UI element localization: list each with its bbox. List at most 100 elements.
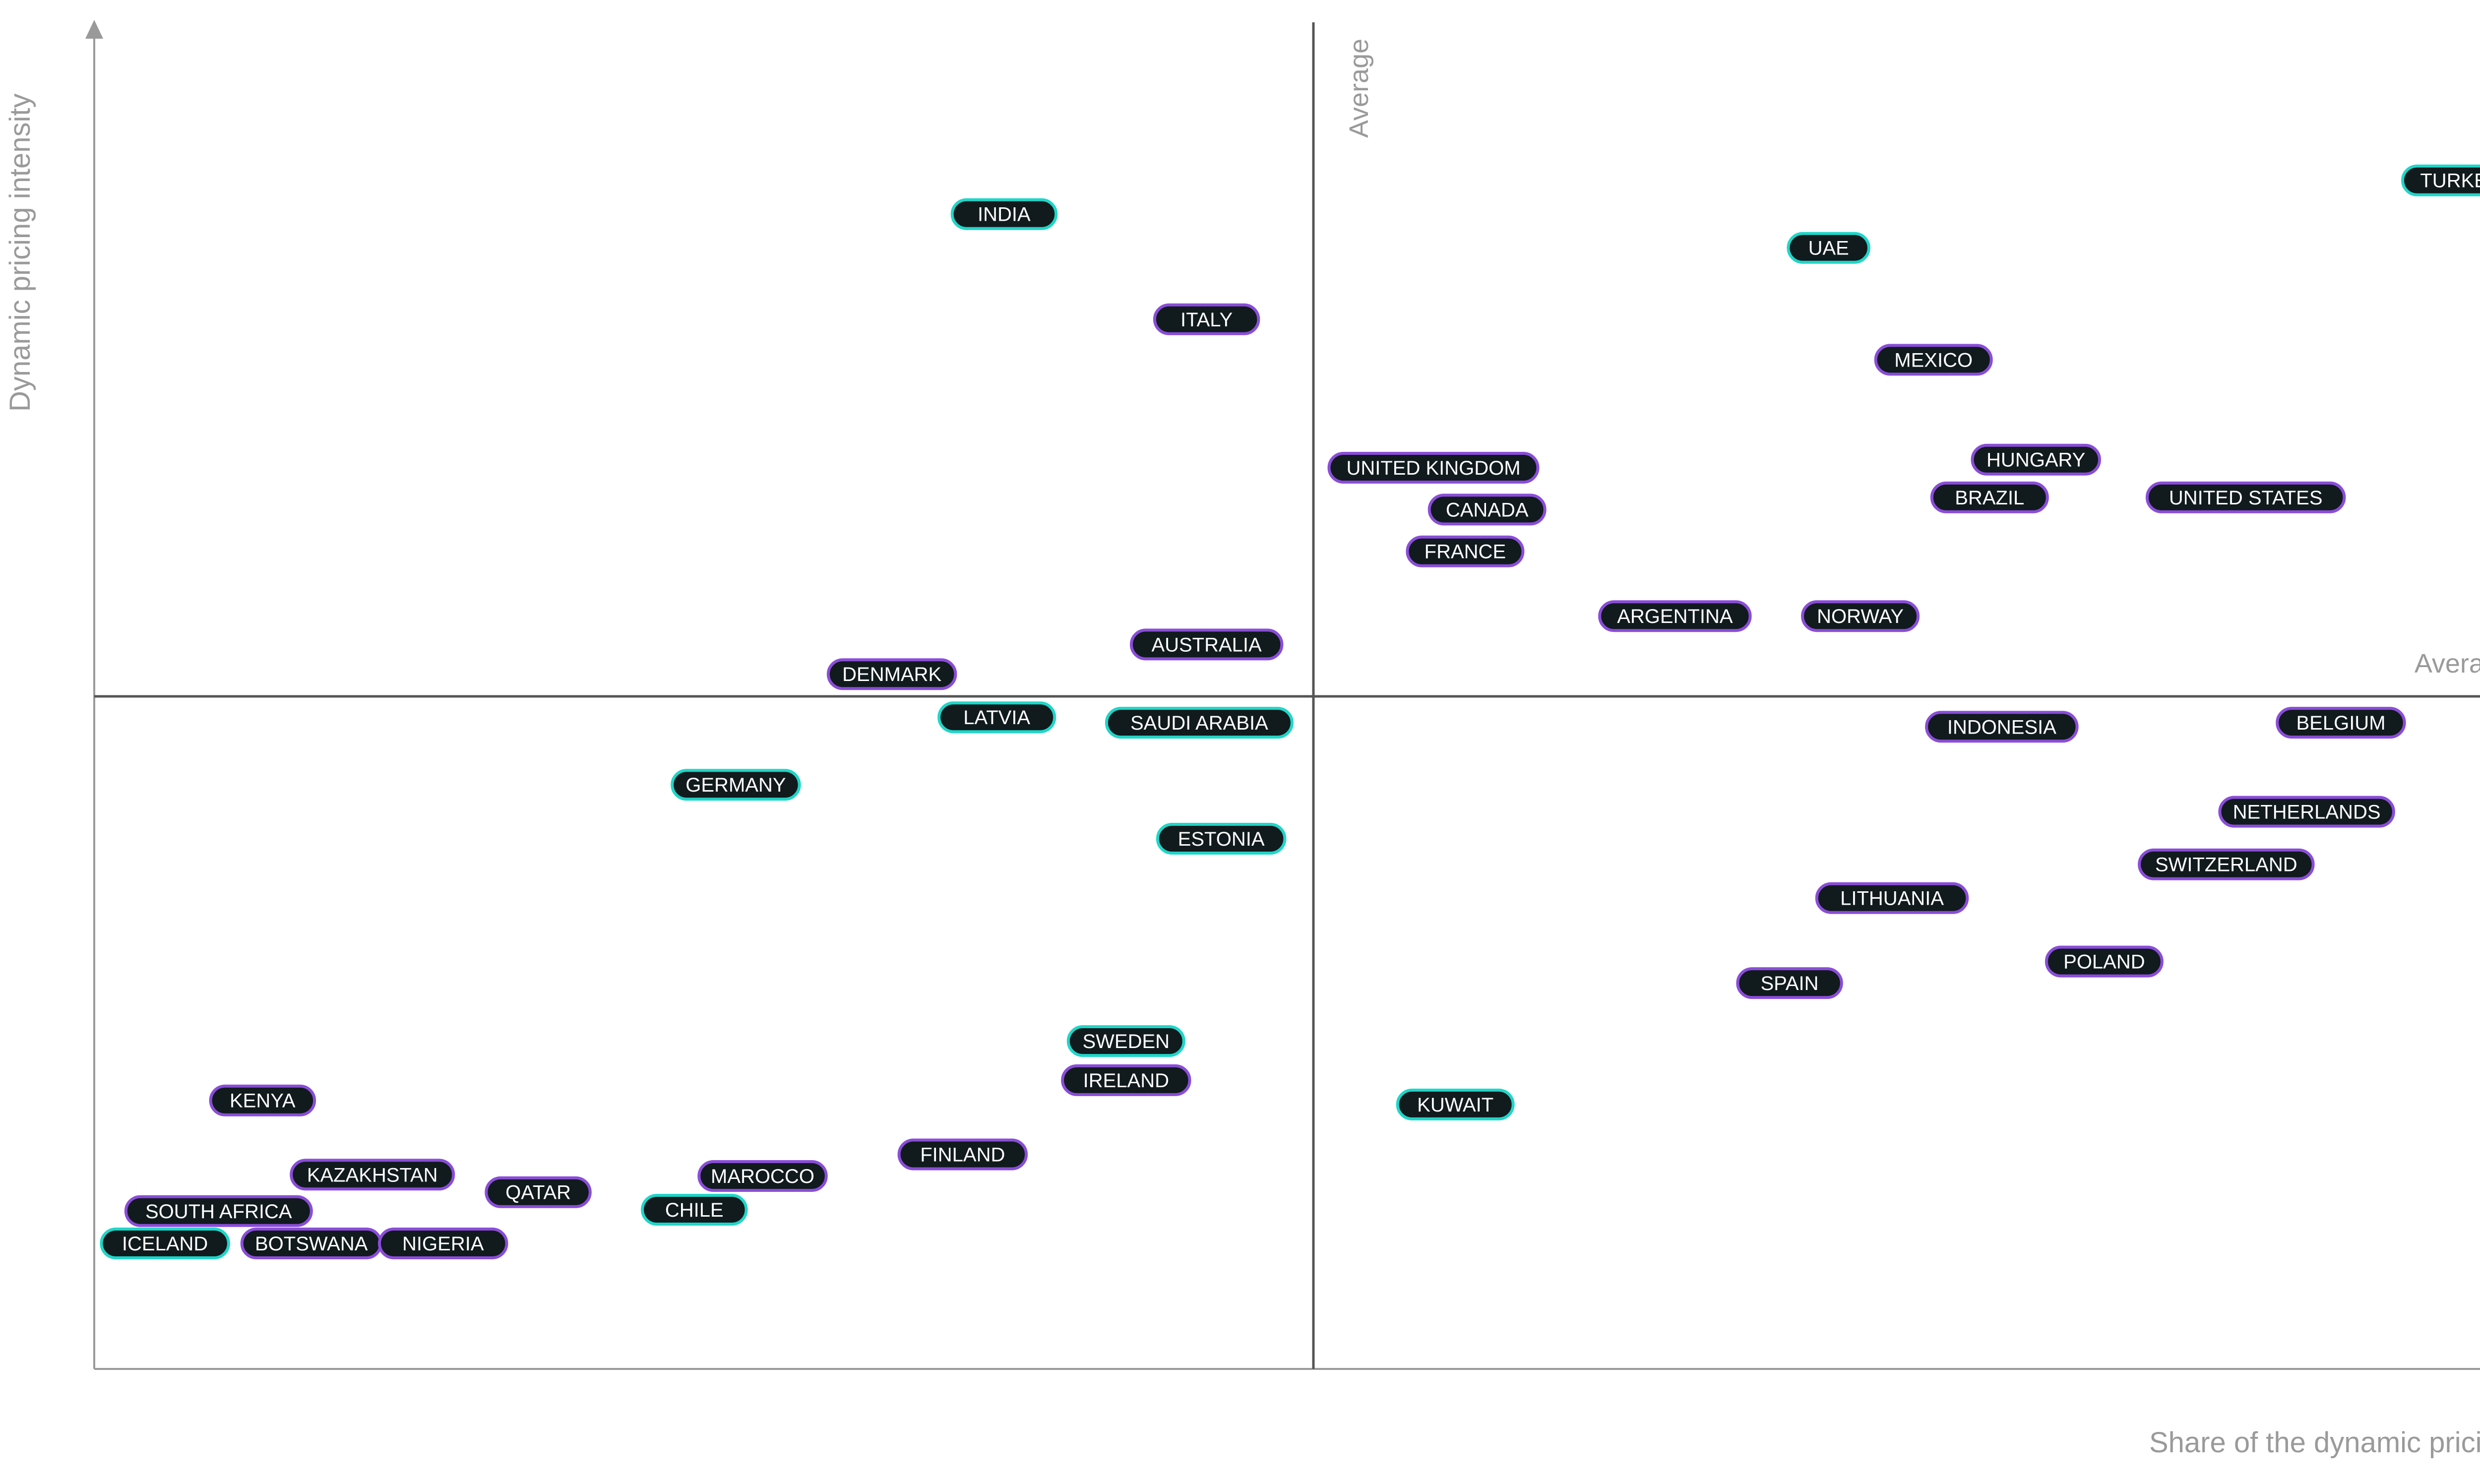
data-point-marker (290, 1159, 455, 1191)
data-point-marker (641, 1194, 748, 1226)
data-point-label: FRANCE (1425, 541, 1506, 563)
data-point-label: NIGERIA (402, 1233, 484, 1255)
data-point: LITHUANIA (1815, 882, 1969, 914)
data-point-label: SAUDI ARABIA (1130, 712, 1268, 734)
data-point-label: SPAIN (1760, 973, 1818, 994)
average-x-label: Average (1344, 39, 1374, 138)
data-point: ITALY (1153, 303, 1260, 335)
data-point-label: KENYA (230, 1090, 296, 1112)
data-point: MEXICO (1874, 344, 1993, 376)
data-point-label: MAROCCO (711, 1166, 814, 1187)
data-point-marker (1105, 707, 1294, 739)
data-point: NETHERLANDS (2218, 796, 2395, 828)
data-point-label: FINLAND (920, 1144, 1005, 1166)
data-point: SWITZERLAND (2138, 848, 2315, 880)
data-point-marker (671, 769, 801, 801)
data-point-label: POLAND (2063, 951, 2145, 973)
data-point-marker (1129, 628, 1284, 661)
data-point-marker (2145, 481, 2346, 513)
data-point-marker (2276, 707, 2406, 739)
data-point-label: CHILE (665, 1199, 724, 1221)
data-point-label: ICELAND (122, 1233, 208, 1255)
data-point-label: UNITED KINGDOM (1346, 457, 1520, 479)
data-point-label: TURKEY (2420, 170, 2480, 192)
data-point: ARGENTINA (1598, 600, 1752, 632)
data-point-marker (100, 1228, 230, 1259)
data-point-label: AUSTRALIA (1151, 634, 1262, 656)
data-point: UNITED STATES (2145, 481, 2346, 513)
data-point: QATAR (485, 1176, 592, 1208)
data-point-marker (1925, 711, 2079, 743)
data-point-marker (378, 1228, 508, 1259)
data-point: CANADA (1427, 494, 1547, 526)
data-point: ICELAND (100, 1228, 230, 1259)
data-point-label: INDIA (978, 204, 1031, 226)
data-point-marker (2138, 848, 2315, 880)
y-axis-label: Dynamic pricing intensity (4, 94, 36, 412)
data-point: FINLAND (897, 1138, 1028, 1171)
data-point-marker (1815, 882, 1969, 914)
data-point: KAZAKHSTAN (290, 1159, 455, 1191)
data-point-marker (1406, 535, 1525, 567)
data-point-marker (950, 198, 1058, 230)
data-point-marker (1971, 443, 2101, 476)
data-point: CHILE (641, 1194, 748, 1226)
data-point: INDIA (950, 198, 1058, 230)
data-point-label: LITHUANIA (1840, 888, 1944, 910)
data-point-label: UAE (1808, 238, 1849, 259)
data-point: IRELAND (1061, 1064, 1191, 1096)
data-point: SWEDEN (1066, 1025, 1185, 1057)
data-point-marker (1874, 344, 1993, 376)
data-point: ESTONIA (1156, 823, 1287, 855)
data-point: KENYA (209, 1084, 316, 1116)
data-point: AUSTRALIA (1129, 628, 1284, 661)
data-point-marker (1327, 452, 1540, 484)
data-point-marker (1598, 600, 1752, 632)
data-point-label: MEXICO (1894, 349, 1973, 371)
data-point: SOUTH AFRICA (124, 1195, 313, 1227)
x-axis-label: Share of the dynamic pricing (2149, 1426, 2480, 1459)
data-point-label: HUNGARY (1986, 449, 2085, 471)
data-point-marker (1736, 967, 1843, 999)
data-point-label: IRELAND (1083, 1070, 1169, 1092)
data-point-label: BOTSWANA (255, 1233, 368, 1255)
data-point-marker (697, 1160, 828, 1192)
data-point-label: CANADA (1446, 499, 1529, 521)
data-point-label: UNITED STATES (2169, 487, 2323, 509)
data-point-label: SWITZERLAND (2155, 854, 2297, 876)
data-point: HUNGARY (1971, 443, 2101, 476)
data-point-label: KUWAIT (1417, 1094, 1493, 1116)
data-point-marker (1787, 232, 1870, 264)
data-point: KUWAIT (1396, 1088, 1515, 1120)
data-point-marker (1153, 303, 1260, 335)
data-point-marker (2218, 796, 2395, 828)
data-point-marker (897, 1138, 1028, 1171)
data-point-label: NETHERLANDS (2233, 802, 2381, 823)
data-point: BRAZIL (1930, 481, 2049, 513)
average-y-label: Average (2415, 649, 2480, 679)
y-axis-arrow (85, 20, 103, 39)
data-point-label: ESTONIA (1178, 828, 1265, 850)
data-point: NIGERIA (378, 1228, 508, 1259)
data-point: POLAND (2045, 945, 2164, 978)
data-point: INDONESIA (1925, 711, 2079, 743)
data-point: BOTSWANA (240, 1228, 382, 1259)
data-point-marker (826, 658, 957, 690)
data-point: UAE (1787, 232, 1870, 264)
data-point: BELGIUM (2276, 707, 2406, 739)
data-point: MAROCCO (697, 1160, 828, 1192)
data-point-marker (1061, 1064, 1191, 1096)
data-point: GERMANY (671, 769, 801, 801)
data-point: LATVIA (937, 701, 1056, 734)
data-point-label: ARGENTINA (1617, 606, 1733, 627)
data-point-label: GERMANY (685, 774, 786, 796)
data-point-marker (1396, 1088, 1515, 1120)
data-point-marker (124, 1195, 313, 1227)
data-point-label: INDONESIA (1947, 716, 2056, 738)
data-point-marker (1930, 481, 2049, 513)
data-point-label: DENMARK (842, 664, 941, 685)
data-point: DENMARK (826, 658, 957, 690)
data-point-label: ITALY (1180, 309, 1233, 331)
data-point-marker (1427, 494, 1547, 526)
